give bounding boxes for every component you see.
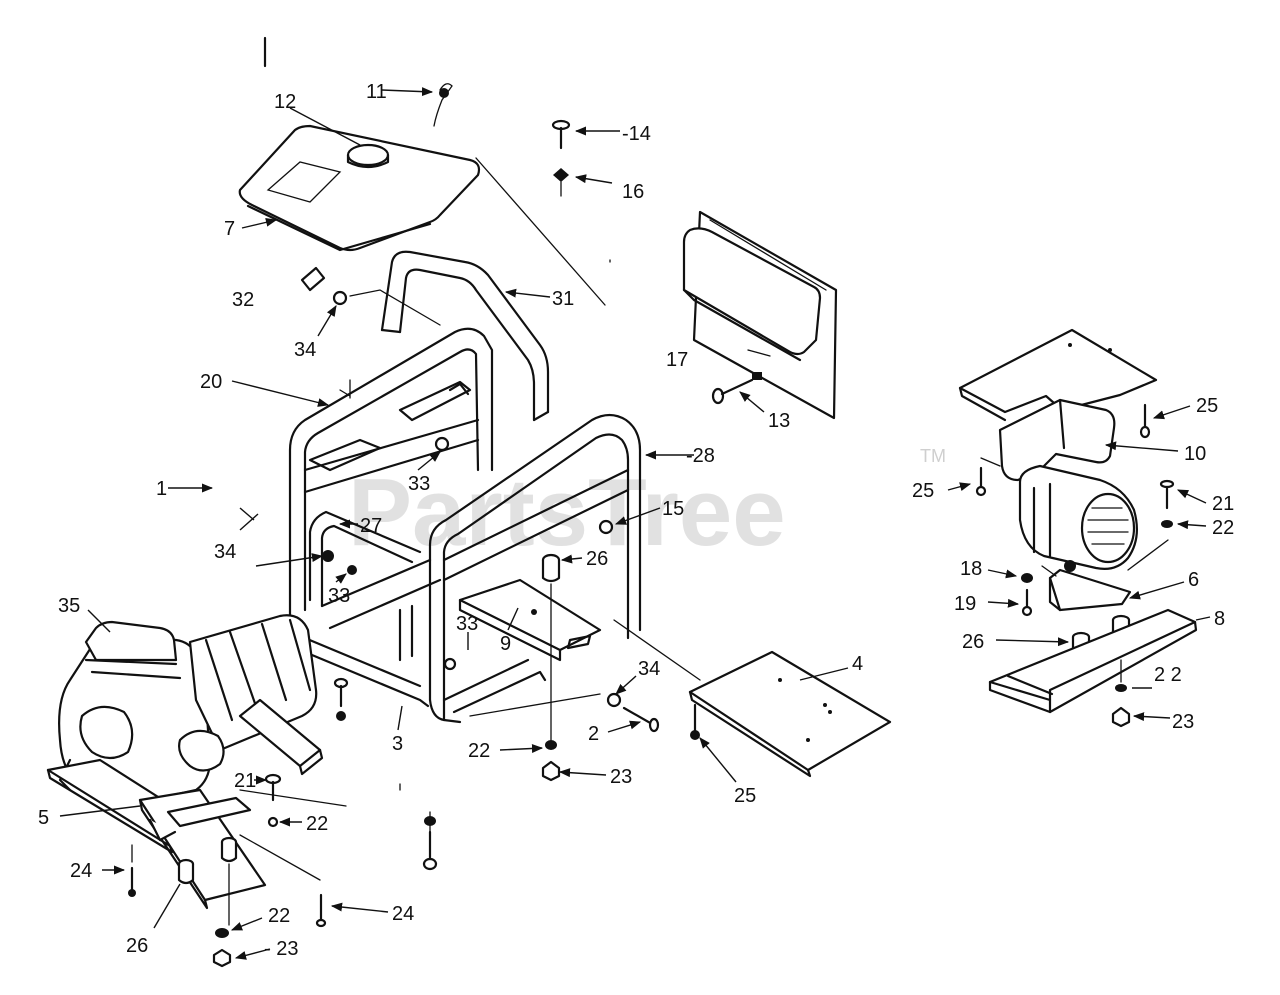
callout-34-left[interactable]: 34 (214, 541, 236, 563)
callout-24-left[interactable]: 24 (70, 860, 92, 882)
callout-26-center[interactable]: 26 (586, 548, 608, 570)
callout-23-right[interactable]: 23 (1172, 711, 1194, 733)
callout-25-plate[interactable]: 25 (734, 785, 756, 807)
callout-19[interactable]: 19 (954, 593, 976, 615)
part-screw-13[interactable] (711, 372, 762, 405)
callout-18[interactable]: 18 (960, 558, 982, 580)
callout-22-center[interactable]: 22 (468, 740, 490, 762)
part-handle-31[interactable] (380, 250, 550, 422)
callout-25-generator[interactable]: 25 (912, 480, 934, 502)
callout-8[interactable]: 8 (1214, 608, 1225, 630)
part-washer-22-center[interactable] (545, 740, 557, 750)
callout-22-left[interactable]: 22 (306, 813, 328, 835)
part-engine-35[interactable] (58, 614, 318, 802)
callout-23-bottom[interactable]: - 23 (264, 938, 298, 960)
part-base-8[interactable] (988, 608, 1198, 714)
callout-32[interactable]: 32 (232, 289, 254, 311)
part-engine-mount-bracket[interactable] (138, 788, 267, 910)
callout-34-top[interactable]: 34 (294, 339, 316, 361)
callout-27[interactable]: 27 (360, 515, 382, 537)
part-washer-22-right[interactable] (1115, 659, 1127, 692)
part-bracket-6[interactable] (1041, 565, 1132, 612)
callout-22-base[interactable]: 2 2 (1154, 664, 1182, 686)
part-panel-17[interactable] (682, 210, 838, 420)
callout-26-left[interactable]: 26 (126, 935, 148, 957)
part-mount-26-left-2[interactable] (220, 836, 238, 926)
part-base-frame-27[interactable] (298, 510, 442, 708)
callout-23-center[interactable]: 23 (610, 766, 632, 788)
watermark-text: PartsTree (348, 459, 786, 566)
callout-2[interactable]: 2 (588, 723, 599, 745)
part-bolt-2[interactable] (469, 692, 660, 733)
callout-14[interactable]: -14 (622, 123, 651, 145)
callout-3[interactable]: 3 (392, 733, 403, 755)
part-generator-10[interactable] (998, 398, 1139, 572)
callout-33-center[interactable]: 33 (456, 613, 478, 635)
part-bolt-25-right-left[interactable] (975, 457, 1001, 497)
part-bolt-19[interactable] (1021, 588, 1033, 617)
part-fuel-tank[interactable] (238, 83, 481, 252)
callout-15[interactable]: 15 (662, 498, 684, 520)
callout-16[interactable]: 16 (622, 181, 644, 203)
callout-22-bottom[interactable]: 22 (268, 905, 290, 927)
callout-11[interactable]: 11 (366, 81, 387, 103)
callout-5[interactable]: 5 (38, 807, 49, 829)
callout-17[interactable]: 17 (666, 349, 688, 371)
part-frame-20[interactable] (288, 327, 494, 622)
part-bolt-21-right[interactable] (1127, 479, 1175, 571)
part-bolt-24-left[interactable] (128, 844, 136, 897)
callout-26-right[interactable]: 26 (962, 631, 984, 653)
part-bolt-column-center[interactable] (333, 677, 438, 871)
callout-7[interactable]: 7 (224, 218, 235, 240)
callout-21-right[interactable]: 21 (1212, 493, 1234, 515)
part-nut-16[interactable] (553, 168, 569, 197)
part-mount-26-center[interactable] (541, 553, 561, 741)
callout-25-right[interactable]: 25 (1196, 395, 1218, 417)
callout-4[interactable]: 4 (852, 653, 863, 675)
callout-1[interactable]: 1 (156, 478, 167, 500)
part-nut-23-center[interactable] (541, 760, 561, 782)
part-nut-23-right[interactable] (1111, 706, 1131, 728)
leader-lines (59, 87, 1211, 960)
callout-labels: 11 12 -14 16 7 32 31 34 17 13 20 33 -28 … (38, 81, 1234, 960)
watermark: PartsTree TM (348, 446, 946, 566)
callout-6[interactable]: 6 (1188, 569, 1199, 591)
callout-10[interactable]: 10 (1184, 443, 1206, 465)
callout-21-left[interactable]: 21 (234, 770, 256, 792)
part-bolt-25-right-top[interactable] (1139, 403, 1151, 439)
part-crossbar-9[interactable] (458, 578, 602, 662)
part-base-plate-4[interactable] (613, 619, 892, 778)
part-cover-plate[interactable] (958, 328, 1158, 422)
watermark-trademark: TM (920, 446, 946, 466)
callout-34-right[interactable]: 34 (638, 658, 660, 680)
callout-35[interactable]: 35 (58, 595, 80, 617)
part-bracket-32[interactable] (300, 266, 441, 326)
part-bolt-21-left[interactable] (239, 773, 347, 828)
part-nut-23-bottom[interactable] (212, 948, 232, 968)
callout-13[interactable]: 13 (768, 410, 790, 432)
part-bolt-25-plate[interactable] (690, 703, 700, 740)
part-mount-26-left[interactable] (177, 858, 195, 885)
part-bolt-24-right[interactable] (239, 834, 327, 928)
part-washer-22-bottom[interactable] (215, 928, 229, 938)
callout-12[interactable]: 12 (274, 91, 296, 113)
callout-31[interactable]: 31 (552, 288, 574, 310)
callout-33-top[interactable]: 33 (408, 473, 430, 495)
callout-28[interactable]: -28 (686, 445, 715, 467)
callout-24-right[interactable]: 24 (392, 903, 414, 925)
callout-9[interactable]: 9 (500, 633, 511, 655)
callout-20[interactable]: 20 (200, 371, 222, 393)
part-bolt-14[interactable] (551, 119, 571, 150)
part-nut-18[interactable] (1021, 573, 1033, 583)
part-frame-28[interactable] (428, 413, 642, 724)
callout-33-left[interactable]: 33 (328, 585, 350, 607)
callout-22-right[interactable]: 22 (1212, 517, 1234, 539)
